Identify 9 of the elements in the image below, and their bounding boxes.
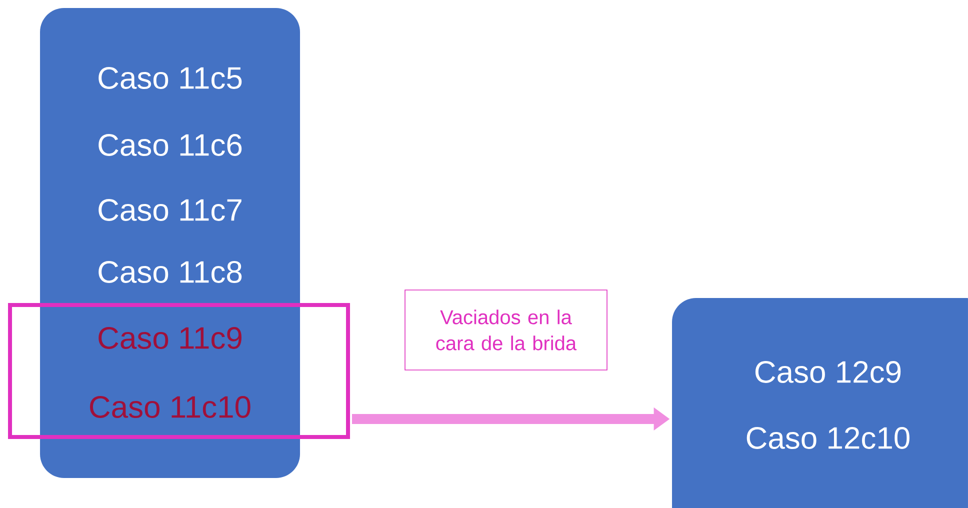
case-label: Caso 11c7 bbox=[98, 199, 242, 221]
case-label: Caso 12c9 bbox=[755, 361, 901, 383]
case-label: Caso 11c5 bbox=[98, 67, 242, 89]
case-label: Caso 12c10 bbox=[746, 427, 910, 449]
case-label: Caso 11c9 bbox=[98, 327, 242, 349]
case-label: Vaciados en la cara de la brida bbox=[436, 310, 577, 350]
case-label: Caso 11c10 bbox=[90, 396, 250, 418]
case-label: Caso 11c6 bbox=[98, 134, 242, 156]
case-label: Caso 11c8 bbox=[98, 261, 242, 283]
